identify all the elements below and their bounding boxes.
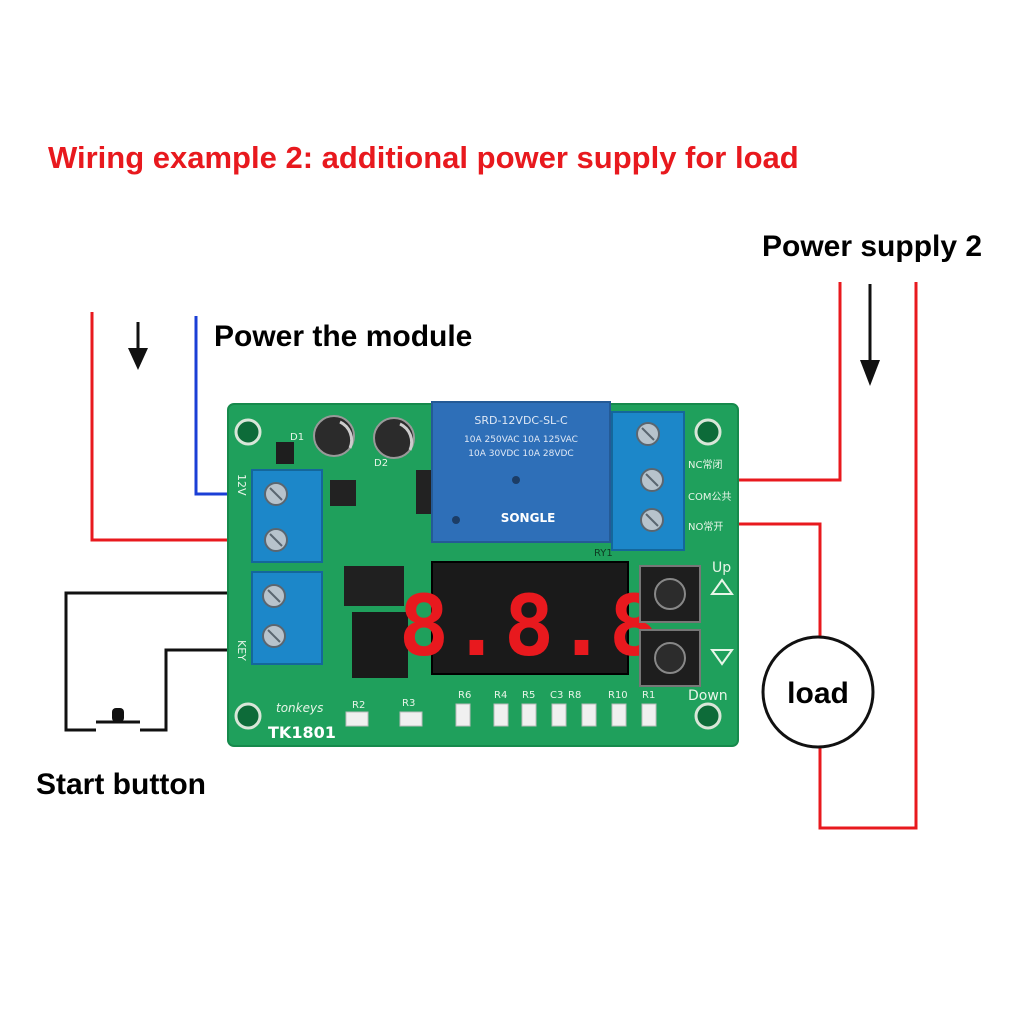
load-return-wire <box>818 282 918 830</box>
terminal-nc-label: NC常闭 <box>688 458 722 471</box>
load-label: load <box>787 677 849 710</box>
start-button-label: Start button <box>36 768 206 801</box>
relay-model-text: SRD-12VDC-SL-C <box>474 414 568 427</box>
relay-rating-1: 10A 250VAC 10A 125VAC <box>464 435 578 445</box>
ref-label: C3 <box>550 690 563 701</box>
load-symbol: load <box>761 635 875 749</box>
ref-label: D2 <box>374 458 388 469</box>
capacitors <box>313 415 415 459</box>
terminal-block-relay <box>611 411 685 551</box>
ref-label: R10 <box>608 690 628 701</box>
button-wire-right <box>140 648 262 732</box>
mcu-chip <box>352 612 408 678</box>
up-label: Up <box>712 560 731 576</box>
down-button[interactable] <box>639 629 701 687</box>
seven-segment-display: 8.8.8 <box>399 561 662 675</box>
terminal-com-label: COM公共 <box>688 491 731 503</box>
arrows <box>128 284 880 386</box>
relay-ref-label: RY1 <box>594 548 613 559</box>
up-arrow-icon <box>710 578 734 595</box>
ref-label: R5 <box>522 690 535 701</box>
component-refs: R6 R4 R5 C3 R8 R10 R1 R2 R3 D1 D2 <box>290 432 655 711</box>
ref-label: R8 <box>568 690 581 701</box>
terminal-key-label: KEY <box>235 640 248 661</box>
ref-label: R2 <box>352 700 365 711</box>
down-label: Down <box>688 688 728 704</box>
ref-label: R1 <box>642 690 655 701</box>
diagram-title: Wiring example 2: additional power suppl… <box>48 140 799 175</box>
relay-component: SRD-12VDC-SL-C 10A 250VAC 10A 125VAC 10A… <box>431 401 611 543</box>
arrow-head-icon <box>860 360 880 386</box>
display-digits: 8.8.8 <box>399 577 662 675</box>
red-power-wire <box>90 312 262 542</box>
ref-label: R6 <box>458 690 471 701</box>
relay-module-board: SRD-12VDC-SL-C 10A 250VAC 10A 125VAC 10A… <box>227 401 739 747</box>
down-arrow-icon <box>710 649 734 666</box>
relay-brand-text: SONGLE <box>501 511 556 525</box>
ref-label: D1 <box>290 432 304 443</box>
power-module-label: Power the module <box>214 320 473 353</box>
terminal-12v-label: 12V <box>235 474 248 496</box>
ref-label: R3 <box>402 698 415 709</box>
brand-label: tonkeys <box>276 701 323 715</box>
terminal-no-label: NO常开 <box>688 520 723 533</box>
power-supply-2-label: Power supply 2 <box>762 230 983 263</box>
up-button[interactable] <box>639 565 701 623</box>
smd-components <box>345 703 657 727</box>
relay-rating-2: 10A 30VDC 10A 28VDC <box>468 449 573 459</box>
optocoupler-chip <box>344 566 404 606</box>
diode-d1 <box>276 442 294 464</box>
terminal-block-power <box>251 469 323 563</box>
terminal-block-key <box>251 571 323 665</box>
button-wire-left <box>64 591 262 732</box>
arrow-head-icon <box>128 348 148 370</box>
mounting-holes <box>234 418 722 730</box>
start-button-symbol <box>96 708 140 724</box>
regulator-chip <box>330 480 356 506</box>
model-label: TK1801 <box>268 723 336 742</box>
ref-label: R4 <box>494 690 507 701</box>
